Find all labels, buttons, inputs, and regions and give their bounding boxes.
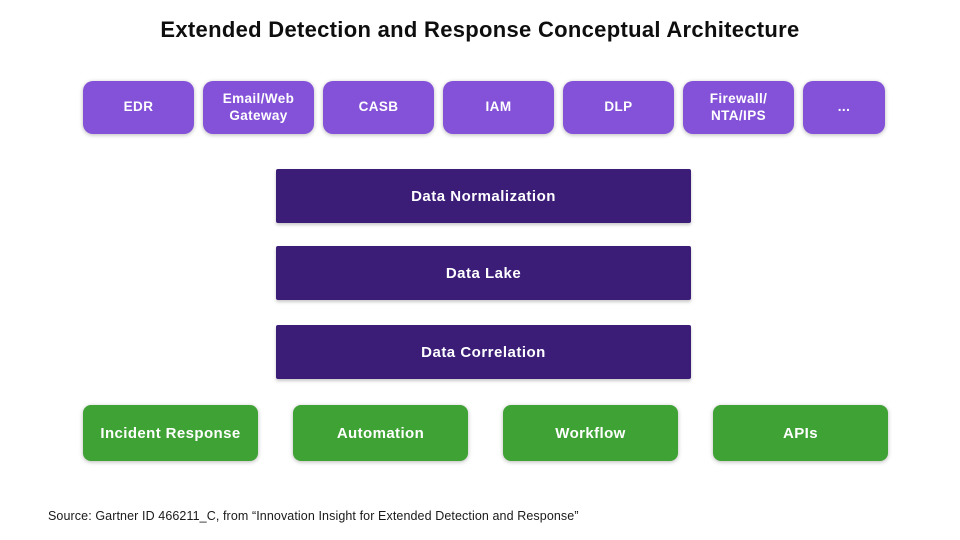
source-box-label: CASB xyxy=(358,99,399,115)
diagram-title: Extended Detection and Response Conceptu… xyxy=(160,17,800,42)
source-box-label: ... xyxy=(837,99,851,115)
pipeline-bar-label: Data Normalization xyxy=(411,187,556,205)
capability-box-label: Incident Response xyxy=(100,424,241,442)
capability-box-automation: Automation xyxy=(293,405,468,461)
pipeline-bar-data-lake: Data Lake xyxy=(276,246,691,300)
source-citation: Source: Gartner ID 466211_C, from “Innov… xyxy=(48,509,579,523)
source-box-firewall-nta-ips: Firewall/ NTA/IPS xyxy=(683,81,794,134)
capability-box-label: Automation xyxy=(336,424,425,442)
capability-box-label: APIs xyxy=(783,424,818,442)
source-box-label: Email/Web Gateway xyxy=(222,91,295,123)
pipeline-bar-label: Data Correlation xyxy=(421,343,546,361)
source-box-edr: EDR xyxy=(83,81,194,134)
source-box-label: Firewall/ NTA/IPS xyxy=(709,91,768,123)
source-box-email-web-gateway: Email/Web Gateway xyxy=(203,81,314,134)
pipeline-bar-data-correlation: Data Correlation xyxy=(276,325,691,379)
source-box-label: EDR xyxy=(123,99,154,115)
capability-box-incident-response: Incident Response xyxy=(83,405,258,461)
capability-box-label: Workflow xyxy=(555,424,626,442)
source-box-ellipsis: ... xyxy=(803,81,885,134)
capability-box-apis: APIs xyxy=(713,405,888,461)
pipeline-bar-label: Data Lake xyxy=(445,264,522,282)
pipeline-bar-data-normalization: Data Normalization xyxy=(276,169,691,223)
source-box-dlp: DLP xyxy=(563,81,674,134)
source-box-label: DLP xyxy=(604,99,633,115)
source-box-iam: IAM xyxy=(443,81,554,134)
source-box-label: IAM xyxy=(485,99,512,115)
source-box-casb: CASB xyxy=(323,81,434,134)
capabilities-row: Incident Response Automation Workflow AP… xyxy=(83,405,888,461)
telemetry-sources-row: EDR Email/Web Gateway CASB IAM DLP Firew… xyxy=(83,81,885,134)
capability-box-workflow: Workflow xyxy=(503,405,678,461)
